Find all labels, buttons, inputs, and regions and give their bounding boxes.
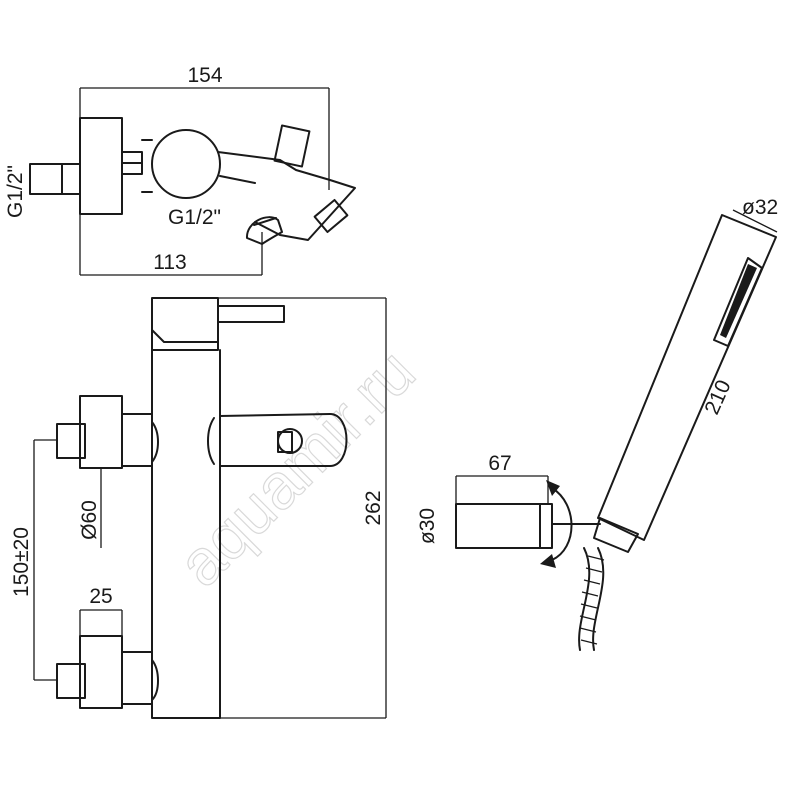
dim-length: 210	[700, 377, 735, 418]
top-view: 154 G1/2" G1/2" 113	[4, 64, 356, 276]
dim-eccentric: 25	[89, 585, 112, 608]
dim-head-diameter: ø32	[742, 196, 778, 219]
label-outlet-thread: G1/2"	[168, 206, 221, 229]
dim-outlet-offset: 113	[153, 251, 186, 274]
dim-holder-diameter: ø30	[416, 508, 439, 544]
label-inlet-thread: G1/2"	[4, 165, 27, 218]
hand-shower: ø32 210 67 ø30	[416, 196, 778, 651]
dim-flange-diameter: Ø60	[78, 500, 101, 540]
dim-height: 262	[362, 490, 385, 525]
dim-centres: 150±20	[10, 527, 33, 597]
front-view: 262 150±20 Ø60 25	[10, 297, 387, 719]
watermark: aquamir.ru	[164, 335, 429, 600]
dim-overall-width: 154	[187, 64, 222, 87]
dim-holder-depth: 67	[488, 452, 511, 475]
